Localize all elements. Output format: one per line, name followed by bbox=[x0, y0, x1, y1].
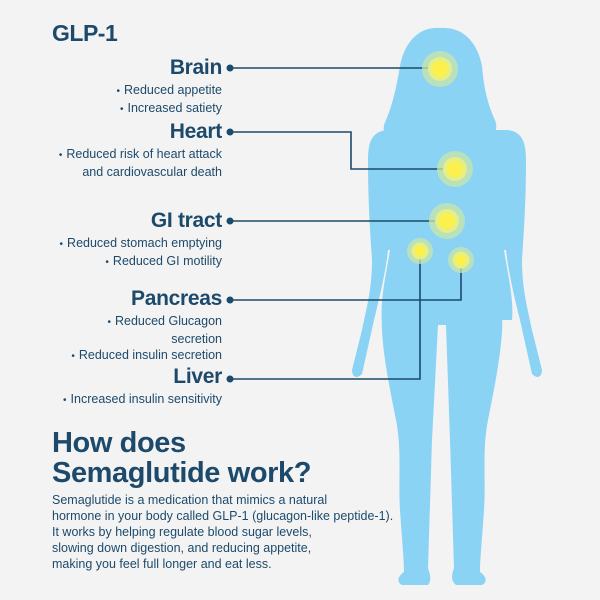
leader-lines bbox=[230, 67, 462, 380]
organ-name: Pancreas bbox=[130, 287, 222, 310]
effect-item: secretion bbox=[171, 332, 222, 346]
page-title: GLP-1 bbox=[52, 20, 118, 46]
description: Semaglutide is a medication that mimics … bbox=[52, 493, 394, 571]
organ-liver: Liver •Increased insulin sensitivity bbox=[2, 365, 222, 409]
organ-name: GI tract bbox=[150, 209, 222, 232]
organ-name: Heart bbox=[169, 120, 223, 143]
pancreas-hotspot-icon bbox=[448, 247, 474, 273]
organ-pancreas: Pancreas •Reduced Glucagon secretion •Re… bbox=[2, 287, 222, 365]
pancreas-leader-line bbox=[230, 260, 462, 301]
organ-gi-tract: GI tract •Reduced stomach emptying •Redu… bbox=[2, 209, 223, 271]
brain-hotspot-icon bbox=[422, 51, 458, 87]
effect-item: •Reduced stomach emptying bbox=[59, 236, 222, 250]
heart-leader-line bbox=[230, 131, 455, 170]
headline: How does Semaglutide work? bbox=[52, 427, 312, 489]
gi-tract-hotspot-icon bbox=[429, 203, 465, 239]
liver-leader-line bbox=[230, 251, 421, 380]
heart-hotspot-icon bbox=[437, 151, 473, 187]
effect-item: •Reduced risk of heart attack bbox=[58, 147, 222, 161]
organ-name: Liver bbox=[173, 365, 222, 388]
effect-item: •Reduced Glucagon bbox=[107, 314, 222, 328]
organ-brain: Brain •Reduced appetite •Increased satie… bbox=[2, 56, 222, 118]
effect-item: •Reduced appetite bbox=[116, 83, 222, 97]
organ-heart: Heart •Reduced risk of heart attack and … bbox=[2, 120, 222, 180]
effect-item: •Increased satiety bbox=[119, 101, 222, 115]
effect-item: •Increased insulin sensitivity bbox=[63, 392, 222, 406]
effect-item: and cardiovascular death bbox=[82, 165, 222, 179]
effect-item: •Reduced insulin secretion bbox=[71, 348, 222, 362]
liver-hotspot-icon bbox=[407, 238, 433, 264]
effect-item: •Reduced GI motility bbox=[105, 254, 222, 268]
organ-name: Brain bbox=[169, 56, 222, 79]
leader-dots bbox=[226, 64, 234, 383]
